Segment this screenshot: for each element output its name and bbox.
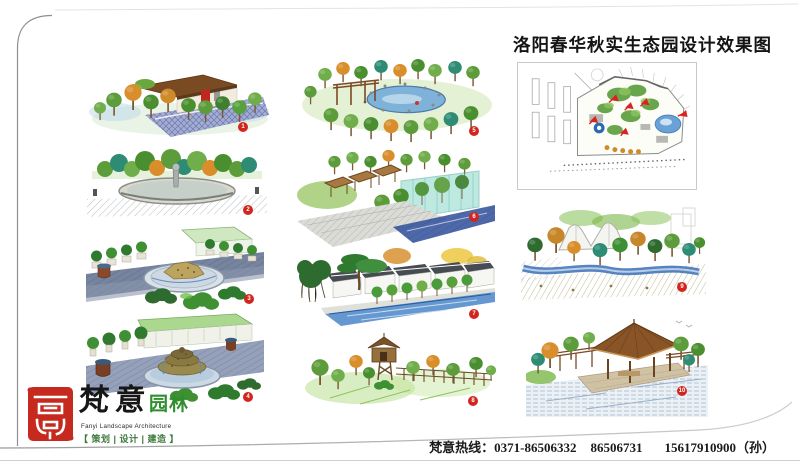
plan-key-marker: 4: [243, 392, 253, 402]
page-title: 洛阳春华秋实生态园设计效果图: [513, 35, 772, 55]
hotline-phone-2: 86506731: [590, 440, 643, 455]
plan-key-marker: 8: [468, 396, 478, 406]
brand-name-cn: 梵意: [77, 384, 153, 417]
brand-wordmark: 梵意园林: [77, 384, 190, 417]
plan-key-marker: 9: [677, 282, 687, 292]
sketch-lakeside-pavilion: [526, 313, 708, 421]
sketch-oval-fountain: [87, 143, 267, 221]
hotline-phone-3: 15617910900（孙）: [664, 440, 775, 455]
brand-name-en: Fanyi Landscape Architecture: [81, 423, 172, 430]
sketch-entry-courtyard: [85, 57, 270, 145]
plan-key-marker: 10: [677, 386, 687, 396]
fanyi-seal-stamp: [27, 386, 74, 442]
sketch-riverside-buildings: [297, 242, 495, 330]
contact-hotline: 梵意热线：0371-86506332 86506731 15617910900（孙）: [429, 437, 775, 456]
sketch-rock-pool-plaza: [86, 226, 264, 310]
plan-key-marker: 6: [469, 212, 479, 222]
master-plan-drawing: [531, 66, 690, 172]
hotline-label: 梵意热线：: [429, 440, 495, 455]
plan-key-marker: 3: [244, 294, 254, 304]
master-plan-thumbnail: [517, 62, 697, 190]
plan-key-marker: 1: [238, 122, 248, 132]
sketch-tiered-fountain: [86, 310, 264, 402]
plan-key-marker: 2: [243, 205, 253, 215]
brand-name-suffix: 园林: [149, 394, 190, 415]
sketch-pavilions-glass-waterfront: [297, 147, 495, 249]
plan-key-marker: 7: [469, 309, 479, 319]
brand-services-line: 【 策划 | 设计 | 建造 】: [79, 434, 180, 444]
hotline-phone-1: 0371-86506332: [494, 440, 577, 455]
sketch-watchtower-boardwalk: [300, 328, 498, 416]
sketch-membrane-stream: [521, 202, 706, 304]
sketch-aerial-pond-garden: [297, 55, 495, 145]
plan-key-marker: 5: [469, 126, 479, 136]
